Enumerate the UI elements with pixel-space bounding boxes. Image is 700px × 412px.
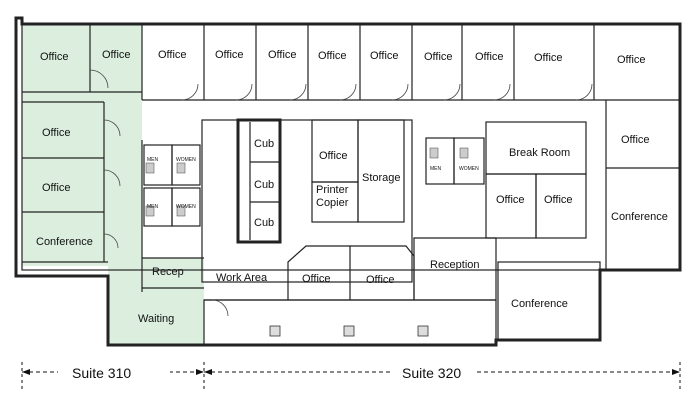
- restroom: [171, 187, 201, 227]
- room-label-office: Office: [534, 52, 563, 64]
- room-label-break-room: Break Room: [509, 147, 570, 159]
- door-swing: [103, 233, 119, 249]
- room-label-office: Office: [40, 51, 69, 63]
- room-label-office: Office: [424, 51, 453, 63]
- reception-room: [413, 237, 497, 300]
- conference-room: [497, 261, 601, 341]
- room-label-printer: Printer: [316, 184, 349, 196]
- room-label-office: Office: [617, 54, 646, 66]
- room-label-office: Office: [544, 194, 573, 206]
- suite-310-area: [22, 24, 204, 345]
- restroom-label-women: WOMEN: [176, 157, 196, 163]
- room-label-office: Office: [302, 273, 331, 285]
- restroom: [171, 144, 201, 186]
- room-label-copier: Copier: [316, 197, 349, 209]
- room-label-waiting: Waiting: [138, 313, 174, 325]
- column: [343, 325, 355, 337]
- door-swing: [443, 83, 461, 101]
- restroom-label-men: MEN: [147, 157, 159, 163]
- door-swing: [339, 83, 357, 101]
- column: [417, 325, 429, 337]
- room-label-cub: Cub: [254, 138, 274, 150]
- door-swing: [181, 83, 199, 101]
- door-swing: [103, 169, 121, 187]
- suite-label: Suite 310: [72, 365, 131, 381]
- door-swing: [575, 83, 593, 101]
- cub-cluster: [236, 118, 282, 244]
- room-label-office: Office: [268, 49, 297, 61]
- room-label-office: Office: [318, 50, 347, 62]
- room-label-office: Office: [42, 127, 71, 139]
- office-room: [350, 245, 415, 300]
- fixture: [145, 205, 155, 217]
- room-label-office: Office: [496, 194, 525, 206]
- restroom-label-women: WOMEN: [176, 204, 196, 210]
- room-label-office: Office: [158, 49, 187, 61]
- room-label-office: Office: [621, 134, 650, 146]
- storage-room: [357, 119, 405, 223]
- office-room: [287, 245, 351, 300]
- room-label-conference: Conference: [36, 236, 93, 248]
- door-swing: [235, 83, 253, 101]
- room-label-work-area: Work Area: [216, 272, 268, 284]
- restroom-label-men: MEN: [430, 166, 442, 172]
- fixture: [459, 147, 469, 159]
- door-swing: [89, 69, 109, 89]
- outer-wall-inner: [21, 23, 681, 271]
- suite-label: Suite 320: [402, 365, 461, 381]
- restroom: [453, 137, 485, 185]
- room-label-conference: Conference: [511, 298, 568, 310]
- fixture: [145, 162, 155, 174]
- dimension-line-320: Suite 320: [203, 362, 681, 392]
- room-label-reception: Reception: [430, 259, 480, 271]
- fixture: [176, 205, 186, 217]
- fixture: [176, 162, 186, 174]
- door-swing: [289, 83, 307, 101]
- door-swing: [211, 299, 229, 317]
- door-swing: [103, 119, 121, 137]
- work-area-outline: [201, 119, 413, 283]
- porch: [203, 299, 497, 346]
- restroom: [425, 137, 455, 185]
- office-room: [535, 173, 587, 239]
- room-label-cub: Cub: [254, 179, 274, 191]
- room-label-office: Office: [370, 50, 399, 62]
- room-label-office: Office: [42, 182, 71, 194]
- office-room: [485, 173, 537, 239]
- fixture: [429, 147, 439, 159]
- room-label-office: Office: [215, 49, 244, 61]
- column: [269, 325, 281, 337]
- room-label-office: Office: [366, 274, 395, 286]
- room-label-cub: Cub: [254, 217, 274, 229]
- restroom-label-women: WOMEN: [459, 166, 479, 172]
- door-swing: [493, 83, 511, 101]
- restroom-label-men: MEN: [147, 204, 159, 210]
- room-label-office: Office: [319, 150, 348, 162]
- dimension-line-310: Suite 310: [21, 362, 204, 392]
- door-swing: [391, 83, 409, 101]
- room-label-office: Office: [102, 49, 131, 61]
- room-label-office: Office: [475, 51, 504, 63]
- room-label-storage: Storage: [362, 172, 401, 184]
- room-label-conference: Conference: [611, 211, 668, 223]
- room-label-recep: Recep: [152, 266, 184, 278]
